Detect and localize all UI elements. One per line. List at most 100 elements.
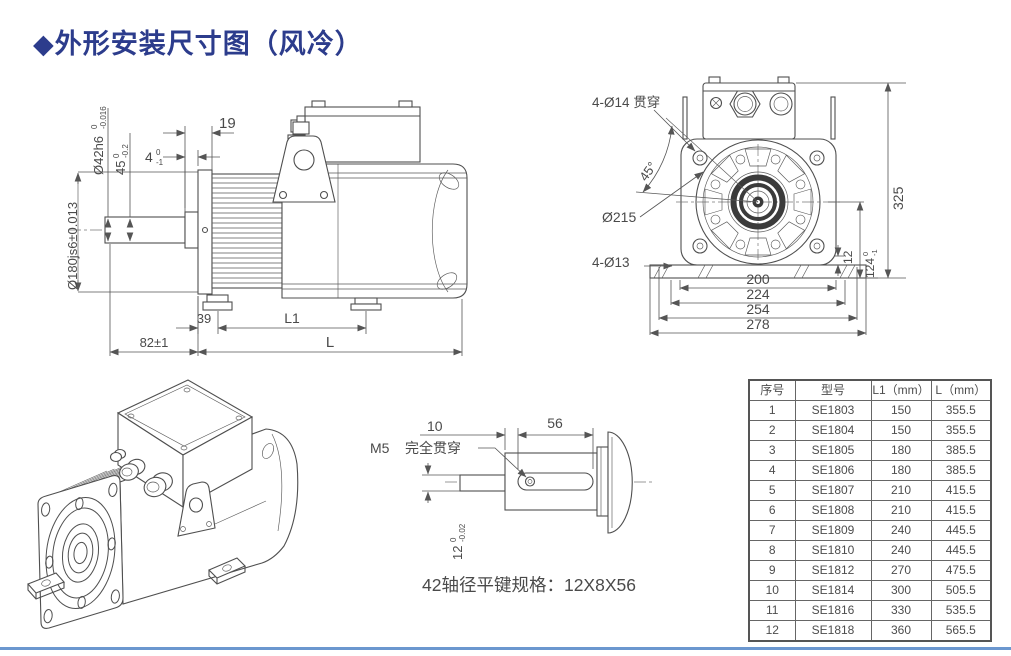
dim-124-tol-top: 0 bbox=[861, 252, 870, 256]
table-cell: SE1806 bbox=[794, 460, 872, 481]
dim-key-12: 12 bbox=[450, 546, 465, 560]
table-cell: SE1812 bbox=[794, 560, 872, 581]
table-cell: SE1816 bbox=[794, 600, 872, 621]
dim-45: 45 bbox=[113, 161, 128, 175]
dim-flange-circle: Ø215 bbox=[602, 209, 636, 225]
table-cell: 355.5 bbox=[930, 420, 992, 441]
shaft-key-caption: 42轴径平键规格：12X8X56 bbox=[422, 575, 636, 595]
table-cell: 535.5 bbox=[930, 600, 992, 621]
shaft-outline bbox=[445, 431, 652, 534]
cable-gland-nut-icon bbox=[729, 90, 761, 118]
table-cell: 445.5 bbox=[930, 540, 992, 561]
table-cell: 565.5 bbox=[930, 620, 992, 642]
table-cell: 415.5 bbox=[930, 500, 992, 521]
dim-45-tol-top: 0 bbox=[112, 153, 121, 158]
dim-angle: 45° bbox=[636, 159, 660, 184]
shaft-detail-dimensions: 10 56 M5 完全贯穿 12 0 -0.02 bbox=[370, 415, 594, 560]
table-cell: 4 bbox=[748, 460, 796, 481]
table-cell: 475.5 bbox=[930, 560, 992, 581]
table-cell: SE1810 bbox=[794, 540, 872, 561]
shaft-key-detail-drawing: 10 56 M5 完全贯穿 12 0 -0.02 42轴径平键规格：12X8X5… bbox=[370, 415, 652, 595]
table-cell: SE1805 bbox=[794, 440, 872, 461]
footer-divider bbox=[0, 647, 1011, 650]
table-cell: 330 bbox=[870, 600, 932, 621]
dim-shaft-diameter: Ø42h6 bbox=[91, 136, 106, 175]
col-header-model: 型号 bbox=[794, 379, 872, 401]
table-cell: 2 bbox=[748, 420, 796, 441]
side-view-dimensions: 19 4 0 -1 45 0 -0.2 Ø42h6 0 -0.016 Ø bbox=[65, 106, 463, 356]
table-cell: 10 bbox=[748, 580, 796, 601]
table-cell: SE1804 bbox=[794, 420, 872, 441]
table-cell: 180 bbox=[870, 460, 932, 481]
table-cell: 9 bbox=[748, 560, 796, 581]
table-cell: 6 bbox=[748, 500, 796, 521]
table-cell: 150 bbox=[870, 420, 932, 441]
dim-45-tol-bot: -0.2 bbox=[121, 144, 130, 158]
table-cell: 300 bbox=[870, 580, 932, 601]
table-cell: 385.5 bbox=[930, 460, 992, 481]
m5-hole bbox=[524, 476, 536, 487]
dim-124: 124 bbox=[863, 258, 877, 278]
col-header-l1: L1（mm） bbox=[870, 379, 932, 401]
dim-124-tol-bot: -1 bbox=[870, 249, 879, 256]
table-cell: 270 bbox=[870, 560, 932, 581]
dim-L: L bbox=[326, 334, 334, 351]
dim-200: 200 bbox=[746, 271, 770, 287]
table-cell: 180 bbox=[870, 440, 932, 461]
table-cell: 8 bbox=[748, 540, 796, 561]
page-title: ◆外形安装尺寸图（风冷） bbox=[33, 29, 363, 59]
dim-shaft-tol-bot: -0.016 bbox=[99, 106, 108, 129]
col-header-l: L（mm） bbox=[930, 379, 992, 401]
front-view-dimensions: 4-Ø14 贯穿 45° Ø215 4-Ø13 200 224 254 278 … bbox=[592, 82, 906, 337]
iso-flange-face bbox=[38, 476, 123, 629]
flange-face bbox=[676, 96, 840, 274]
screw-terminal-icon bbox=[709, 96, 723, 110]
motor-side-outline bbox=[69, 163, 468, 299]
mounting-feet-side bbox=[202, 294, 382, 311]
terminal-box-front bbox=[702, 76, 796, 148]
table-cell: 385.5 bbox=[930, 440, 992, 461]
table-cell: SE1808 bbox=[794, 500, 872, 521]
dim-278: 278 bbox=[746, 316, 770, 332]
dim-thread: M5 bbox=[370, 440, 390, 456]
table-cell: SE1807 bbox=[794, 480, 872, 501]
flange-corner-holes bbox=[692, 150, 825, 254]
table-cell: 1 bbox=[748, 400, 796, 421]
dim-325: 325 bbox=[890, 186, 906, 210]
dim-thread-note: 完全贯穿 bbox=[405, 440, 461, 456]
table-cell: 240 bbox=[870, 520, 932, 541]
dim-4-tol-bot: -1 bbox=[156, 158, 164, 167]
dim-224: 224 bbox=[746, 286, 770, 302]
table-cell: 12 bbox=[748, 620, 796, 642]
table-cell: SE1803 bbox=[794, 400, 872, 421]
table-cell: 150 bbox=[870, 400, 932, 421]
front-view-drawing: 4-Ø14 贯穿 45° Ø215 4-Ø13 200 224 254 278 … bbox=[592, 76, 906, 337]
table-cell: SE1818 bbox=[794, 620, 872, 642]
dim-base-holes: 4-Ø13 bbox=[592, 255, 630, 270]
table-cell: 505.5 bbox=[930, 580, 992, 601]
table-cell: 445.5 bbox=[930, 520, 992, 541]
dim-spigot-diameter: Ø180js6±0.013 bbox=[65, 202, 80, 290]
iso-lifting-bracket bbox=[177, 481, 216, 537]
side-view-drawing: 19 4 0 -1 45 0 -0.2 Ø42h6 0 -0.016 Ø bbox=[65, 100, 468, 356]
dim-19: 19 bbox=[219, 115, 236, 132]
lifting-bracket-side bbox=[272, 115, 336, 203]
table-cell: 355.5 bbox=[930, 400, 992, 421]
table-cell: 240 bbox=[870, 540, 932, 561]
dim-82: 82±1 bbox=[140, 335, 169, 350]
keyway-slot bbox=[517, 472, 594, 491]
table-cell: 360 bbox=[870, 620, 932, 642]
dim-4: 4 bbox=[145, 149, 153, 165]
table-cell: 210 bbox=[870, 500, 932, 521]
table-cell: 7 bbox=[748, 520, 796, 541]
connector-icon bbox=[769, 92, 793, 116]
dim-key-12-tol-top: 0 bbox=[449, 537, 458, 542]
